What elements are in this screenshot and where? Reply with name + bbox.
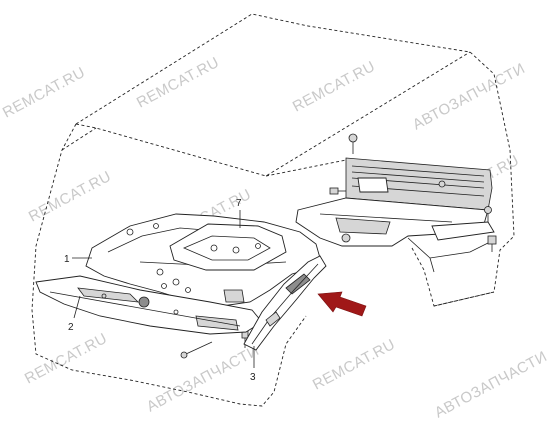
front-cross-member (35, 275, 263, 335)
vehicle-body-outline (31, 13, 515, 407)
bolt-icon (341, 233, 351, 243)
pointer-arrow (317, 291, 367, 317)
bolt-icon (329, 187, 346, 195)
rear-panel-assembly (295, 157, 495, 273)
callout-number: 1 (64, 254, 70, 265)
callout-number: 2 (68, 322, 74, 333)
watermark: REMCAT.RU (134, 54, 222, 112)
watermark: АВТОЗАПЧАСТИ (432, 348, 550, 422)
floor-reinforcement-plate (169, 223, 287, 271)
watermark: АВТОЗАПЧАСТИ (410, 60, 528, 134)
leader-lines (72, 210, 255, 368)
watermark: REMCAT.RU (22, 330, 110, 388)
watermark: REMCAT.RU (310, 336, 398, 394)
callout-number: 3 (250, 372, 256, 383)
screw-icon (484, 206, 492, 222)
side-sill-member (243, 255, 327, 351)
watermark: REMCAT.RU (26, 168, 114, 226)
screw-icon (348, 133, 358, 154)
bolt-icon (438, 180, 446, 188)
watermark: REMCAT.RU (0, 64, 88, 122)
watermark: REMCAT.RU (290, 58, 378, 116)
callout-number: 7 (236, 198, 242, 209)
long-bolt-icon (180, 341, 213, 359)
fasteners (180, 133, 497, 359)
clip-icon (487, 235, 497, 252)
